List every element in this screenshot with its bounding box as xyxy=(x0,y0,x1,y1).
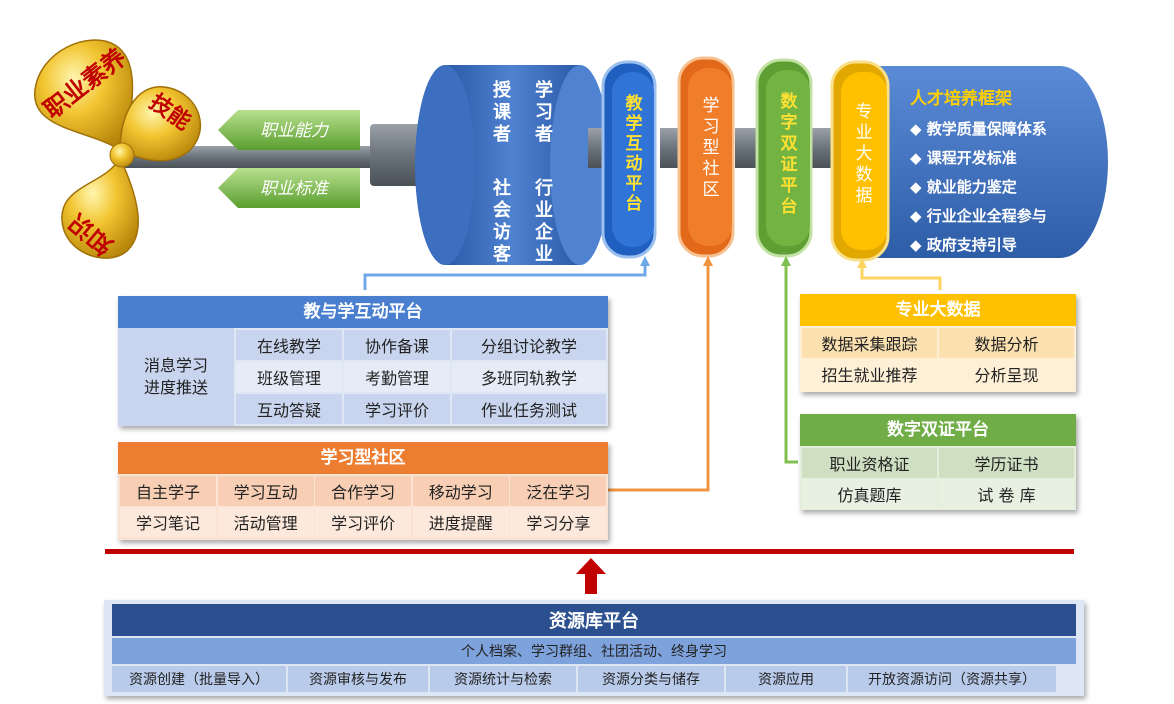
interactive-platform-cell: 多班同轨教学 xyxy=(452,362,606,392)
big-data-cell: 数据分析 xyxy=(939,328,1074,358)
disc-interactive-label: 教学互动平台 xyxy=(625,94,643,214)
learning-community-cell: 进度提醒 xyxy=(412,507,509,537)
interactive-platform-cell: 协作备课 xyxy=(344,330,450,360)
hub-char: 行 xyxy=(535,178,553,199)
framework-item: ◆ 行业企业全程参与 xyxy=(910,207,1047,225)
dual-cert-title: 数字双证平台 xyxy=(800,414,1076,446)
learning-community-cell: 学习分享 xyxy=(510,507,607,537)
interactive-platform-cell: 分组讨论教学 xyxy=(452,330,606,360)
framework-item: ◆ 就业能力鉴定 xyxy=(910,178,1017,196)
dual-cert-cell: 试 卷 库 xyxy=(939,479,1074,509)
hub-char: 社 xyxy=(493,178,511,199)
interactive-platform-cell: 在线教学 xyxy=(236,330,342,360)
resource-platform-item: 资源应用 xyxy=(726,666,846,692)
main-shaft xyxy=(120,146,440,168)
resource-platform-item: 资源统计与检索 xyxy=(430,666,576,692)
line-bigdata xyxy=(860,262,942,290)
dual-cert-cell: 职业资格证 xyxy=(802,448,937,478)
interactive-platform-cell: 互动答疑 xyxy=(236,394,342,424)
learning-community-cell: 学习评价 xyxy=(315,507,412,537)
resource-platform-subtitle: 个人档案、学习群组、社团活动、终身学习 xyxy=(112,638,1076,664)
dual-cert-cell: 仿真题库 xyxy=(802,479,937,509)
disc-certificate-label: 数字双证平台 xyxy=(780,92,798,217)
resource-platform-title: 资源库平台 xyxy=(112,604,1076,636)
line-community xyxy=(608,256,798,492)
learning-community-cell: 移动学习 xyxy=(412,476,509,506)
shaft-arrow-lower-label: 职业标准 xyxy=(260,179,330,199)
hub-col-teacher: 授课者 xyxy=(490,80,514,146)
interactive-platform-table: 教与学互动平台 消息学习 进度推送 在线教学协作备课分组讨论教学班级管理考勤管理… xyxy=(118,296,608,426)
hub-char: 者 xyxy=(493,124,511,145)
resource-platform-item: 开放资源访问（资源共享） xyxy=(848,666,1056,692)
framework-capsule xyxy=(860,66,1108,258)
disc-bigdata xyxy=(830,60,890,262)
shaft-arrow-upper-label: 职业能力 xyxy=(260,121,330,141)
hub-char: 业 xyxy=(535,244,553,265)
disc-bigdata-label: 专业大数据 xyxy=(855,102,873,206)
hub-char: 企 xyxy=(535,222,553,243)
hub-char: 授 xyxy=(493,80,511,101)
hub-char: 者 xyxy=(535,124,553,145)
up-arrow-icon xyxy=(576,558,606,594)
big-data-cell: 招生就业推荐 xyxy=(802,359,937,389)
hub-cylinder xyxy=(415,65,625,265)
divider-line xyxy=(105,549,1074,554)
hub-col-visitor: 社会访客 xyxy=(490,178,514,266)
disc-community xyxy=(677,56,735,258)
dual-cert-cell: 学历证书 xyxy=(939,448,1074,478)
interactive-platform-side: 消息学习 进度推送 xyxy=(118,328,234,426)
hub-col-learner: 学习者 xyxy=(532,80,556,146)
learning-community-title: 学习型社区 xyxy=(118,442,608,474)
big-data-title: 专业大数据 xyxy=(800,294,1076,326)
hub-col-industry: 行业企业 xyxy=(532,178,556,266)
disc-certificate xyxy=(755,58,813,258)
interactive-platform-cell: 班级管理 xyxy=(236,362,342,392)
interactive-platform-cell: 学习评价 xyxy=(344,394,450,424)
learning-community-table: 学习型社区 自主学子学习互动合作学习移动学习泛在学习学习笔记活动管理学习评价进度… xyxy=(118,442,608,540)
learning-community-cell: 活动管理 xyxy=(217,507,314,537)
hub-char: 会 xyxy=(493,200,511,221)
learning-community-cell: 学习互动 xyxy=(217,476,314,506)
learning-community-cell: 学习笔记 xyxy=(120,507,216,537)
learning-community-cell: 自主学子 xyxy=(120,476,216,506)
hub-char: 学 xyxy=(535,80,553,101)
disc-interactive xyxy=(601,60,657,259)
interactive-platform-title: 教与学互动平台 xyxy=(118,296,608,328)
propeller: 职业素养 技能 知识 xyxy=(34,39,201,260)
hub-char: 习 xyxy=(535,102,553,123)
big-data-cell: 数据采集跟踪 xyxy=(802,328,937,358)
framework-item: ◆ 教学质量保障体系 xyxy=(910,120,1047,138)
framework-item: ◆ 课程开发标准 xyxy=(910,149,1017,167)
big-data-cell: 分析呈现 xyxy=(939,359,1074,389)
resource-platform-item: 资源审核与发布 xyxy=(288,666,428,692)
shaft-arrow-lower: 职业标准 xyxy=(218,168,360,208)
interactive-platform-cell: 作业任务测试 xyxy=(452,394,606,424)
interactive-platform-cell: 考勤管理 xyxy=(344,362,450,392)
hub-char: 课 xyxy=(493,102,511,123)
resource-platform-item: 资源分类与储存 xyxy=(578,666,724,692)
hub-roles: 授课者 学习者 社会访客 行业企业 xyxy=(490,80,600,265)
framework-title: 人才培养框架 xyxy=(910,89,1012,109)
hub-char: 访 xyxy=(493,222,511,243)
shaft-arrow-upper: 职业能力 xyxy=(218,110,360,150)
dual-cert-table: 数字双证平台 职业资格证学历证书仿真题库试 卷 库 xyxy=(800,414,1076,510)
big-data-table: 专业大数据 数据采集跟踪数据分析招生就业推荐分析呈现 xyxy=(800,294,1076,392)
hub-char: 业 xyxy=(535,200,553,221)
hub-char: 客 xyxy=(493,244,511,265)
framework-panel: 人才培养框架 ◆ 教学质量保障体系 ◆ 课程开发标准 ◆ 就业能力鉴定 ◆ 行业企业全… xyxy=(910,84,1090,260)
learning-community-cell: 泛在学习 xyxy=(510,476,607,506)
resource-platform-table: 资源库平台 个人档案、学习群组、社团活动、终身学习 资源创建（批量导入）资源审核… xyxy=(104,600,1084,696)
learning-community-cell: 合作学习 xyxy=(315,476,412,506)
framework-item: ◆ 政府支持引导 xyxy=(910,236,1017,254)
line-interactive xyxy=(363,260,647,290)
resource-platform-item: 资源创建（批量导入） xyxy=(112,666,286,692)
disc-community-label: 学习型社区 xyxy=(702,96,720,200)
engine-diagram: 职业素养 技能 知识 职业能力 职业标准 xyxy=(34,39,1108,290)
